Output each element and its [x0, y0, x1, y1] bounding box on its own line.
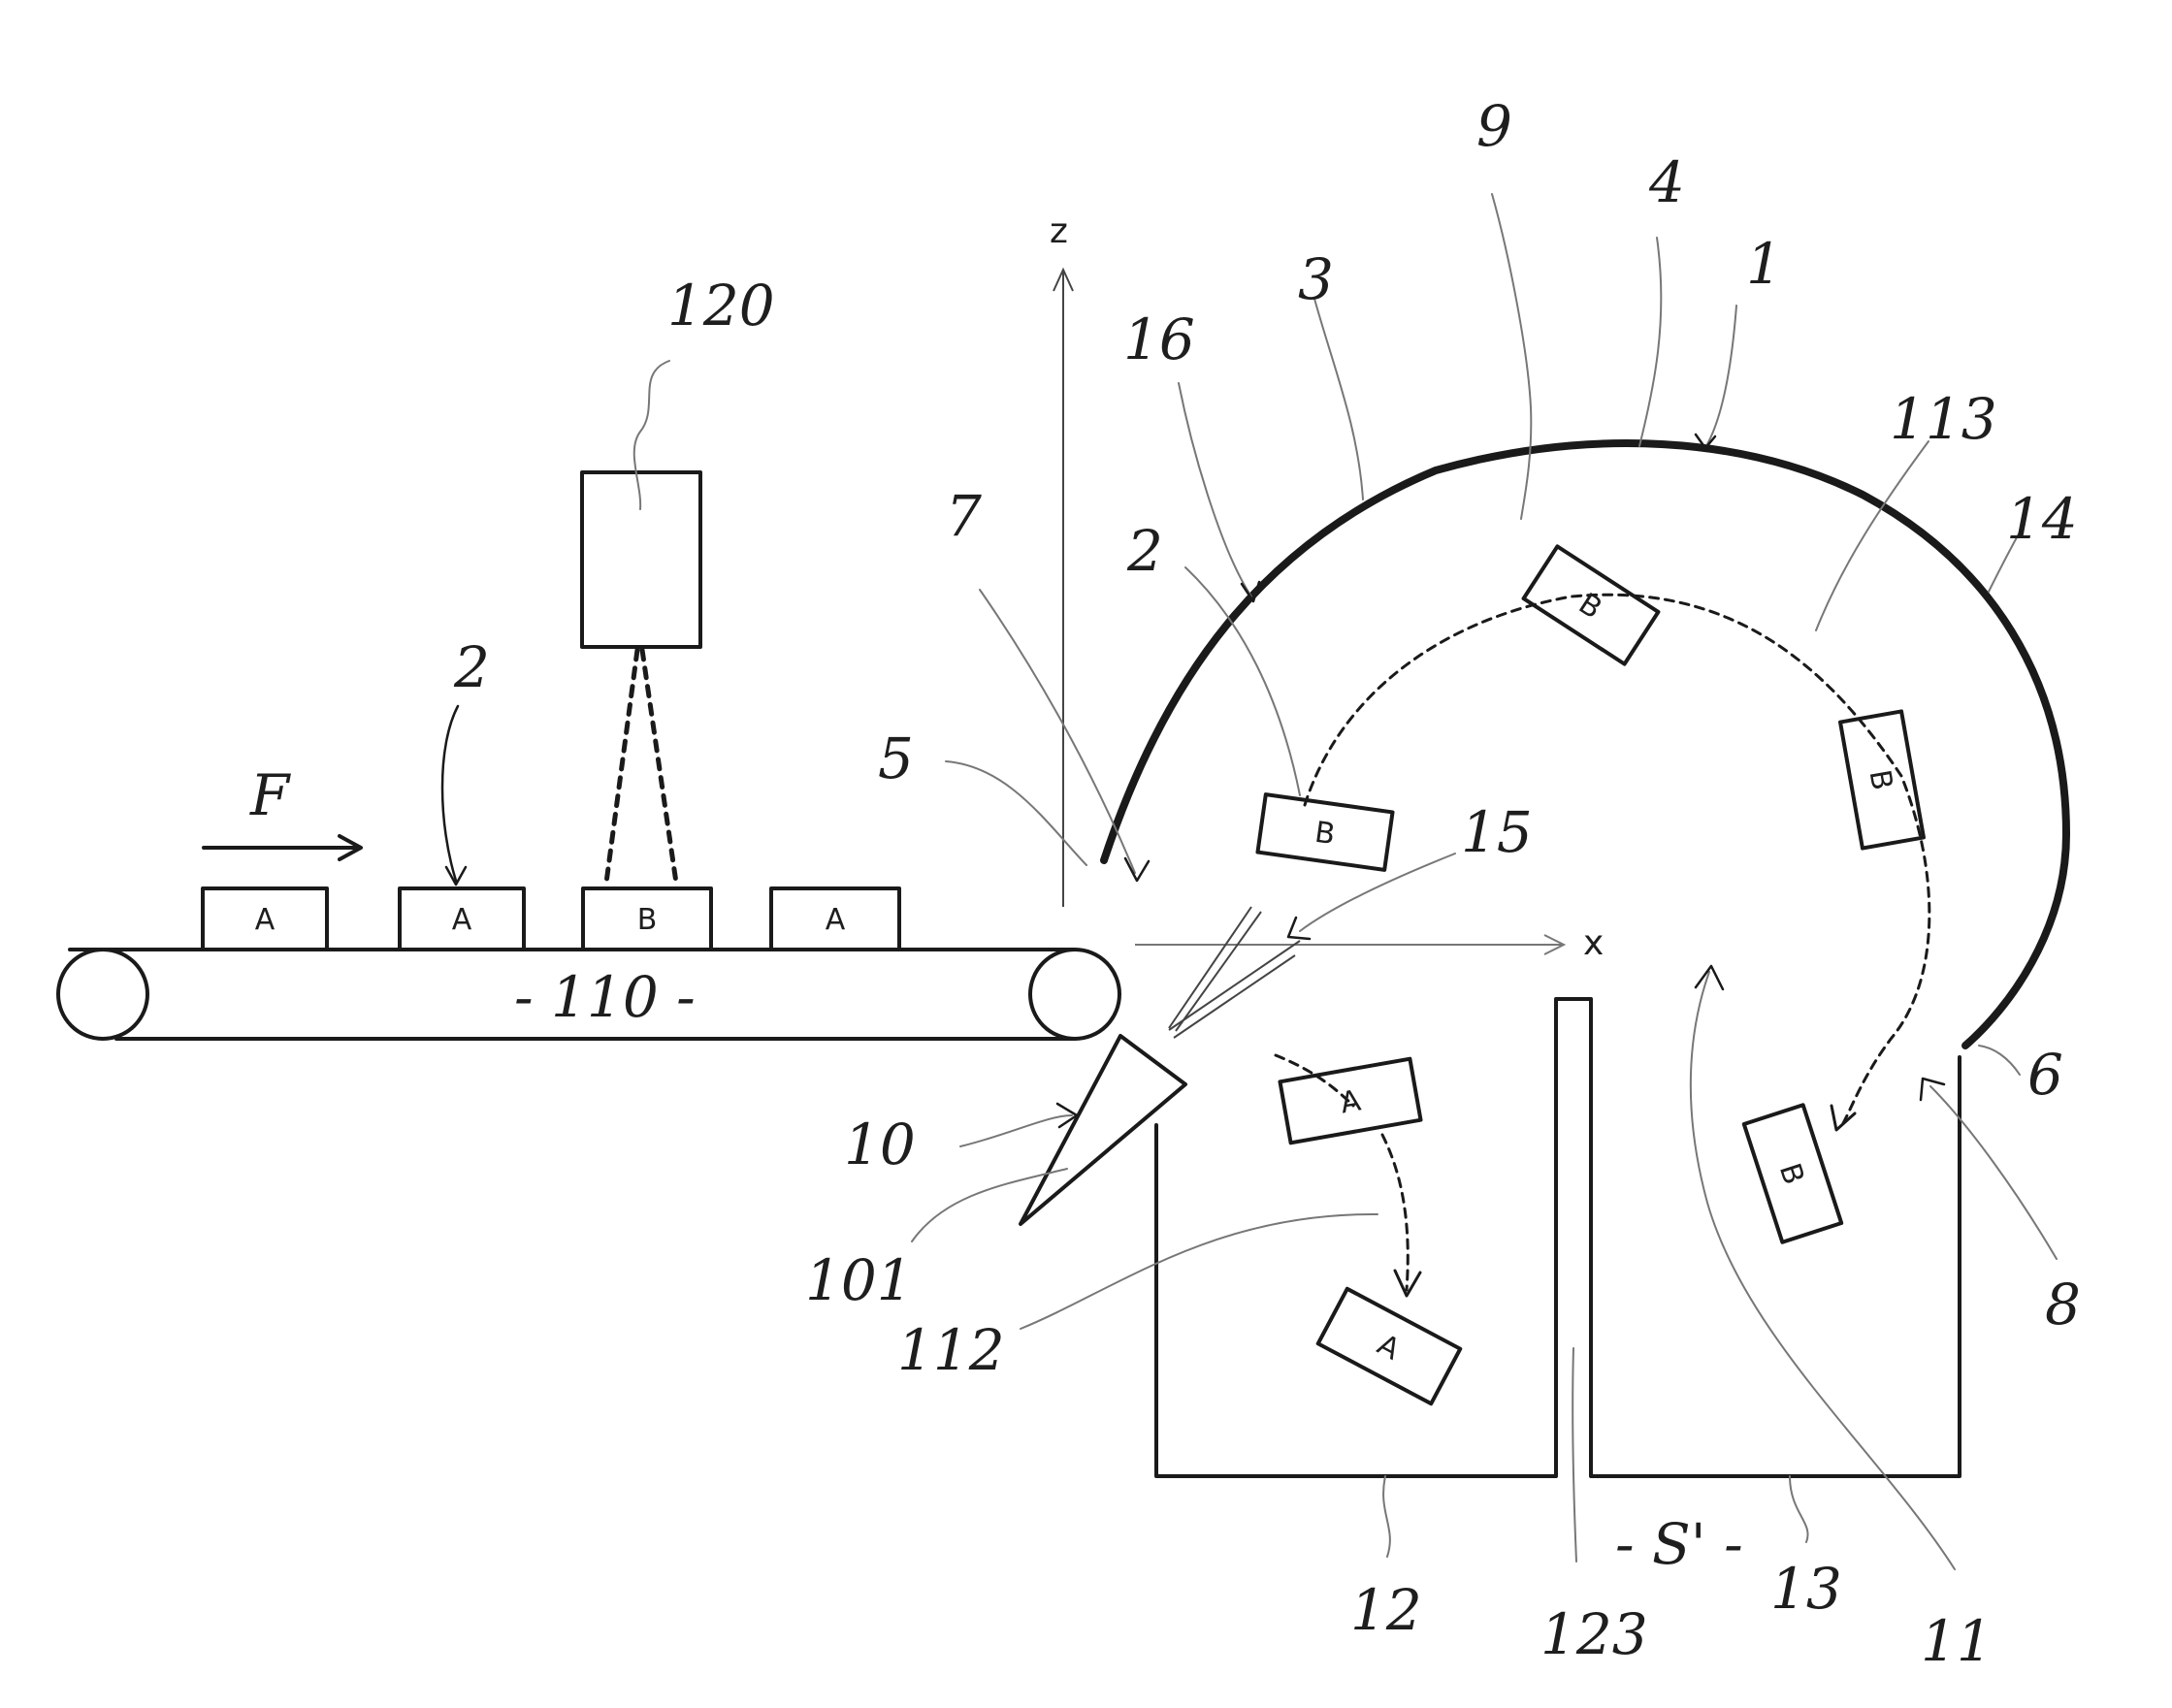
- product-box: A: [1318, 1289, 1461, 1403]
- conveyor-label: - 110 -: [514, 964, 696, 1030]
- leader-line: [1572, 1348, 1576, 1562]
- product-label: B: [1863, 767, 1899, 792]
- inlet-label: 7: [946, 483, 982, 549]
- conveyor-roller-left: [58, 950, 147, 1039]
- product-label: B: [1772, 1159, 1811, 1188]
- leader-line: [1816, 441, 1929, 630]
- trajectory-a-label: 112: [897, 1317, 1005, 1383]
- product-ref-label: 2: [453, 634, 490, 700]
- trajectory-b: [1305, 595, 1929, 1130]
- leader-line: [1707, 306, 1736, 444]
- ejector: [1021, 907, 1300, 1224]
- product-label: B: [637, 903, 658, 937]
- product-label: A: [255, 903, 276, 937]
- bin-b-label: 13: [1770, 1556, 1842, 1622]
- reference-numerals: 9 4 1 3 16 113 14 7 2 5 15: [805, 93, 2081, 1674]
- ejector-nozzle: [1021, 1036, 1185, 1224]
- leader-line: [634, 361, 669, 509]
- trajectory-path: [1382, 1135, 1408, 1290]
- inlet-edge-label: 5: [878, 725, 914, 791]
- leader-line: [1314, 299, 1363, 500]
- bins: [1156, 999, 1960, 1476]
- leader-line: [1639, 238, 1661, 446]
- outlet-label: 8: [2045, 1272, 2081, 1337]
- product-box: B: [1524, 546, 1659, 663]
- product-box: B: [1257, 794, 1392, 870]
- leader-line: [1930, 1086, 2057, 1259]
- conveyor: - 110 -: [58, 950, 1119, 1039]
- bin-walls: [1156, 999, 1960, 1476]
- product-label: B: [1313, 816, 1337, 853]
- arrow-head-icon: [446, 867, 466, 885]
- leader-line: [946, 761, 1086, 865]
- camera-label: 120: [667, 273, 775, 338]
- product-box: B: [1840, 711, 1924, 848]
- leader-line: [442, 706, 458, 881]
- arrow-head-icon: [1288, 918, 1310, 939]
- trajectory-b-label: 113: [1890, 386, 1997, 452]
- leader-line: [1021, 1214, 1378, 1329]
- leader-line: [1691, 972, 1955, 1569]
- product-label: A: [1372, 1328, 1406, 1368]
- flow-label: F: [249, 762, 291, 828]
- camera-beam-right: [642, 650, 676, 883]
- top-wall-label: 4: [1648, 149, 1685, 215]
- flow-arrow: F: [204, 762, 361, 859]
- product-box: A: [1280, 1059, 1420, 1144]
- nozzle-label: 101: [805, 1247, 913, 1313]
- housing-label: 1: [1746, 231, 1782, 297]
- zone-label: - S' -: [1615, 1511, 1743, 1577]
- leader-line: [1790, 1476, 1808, 1542]
- product-label: A: [826, 903, 846, 937]
- air-jet-line: [1169, 941, 1300, 1030]
- camera: 120: [582, 273, 775, 883]
- leader-line: [960, 1115, 1072, 1146]
- surface-label: 16: [1123, 306, 1195, 372]
- leader-line: [1179, 383, 1251, 596]
- curved-end-label: 14: [2006, 486, 2078, 552]
- z-axis-label: z: [1050, 211, 1068, 251]
- arrow-head-icon: [1696, 966, 1723, 989]
- separator-label: 123: [1540, 1601, 1648, 1667]
- air-jet-line: [1174, 955, 1295, 1038]
- camera-beam-left: [606, 650, 637, 883]
- product-reference-left: 2: [442, 634, 490, 885]
- ejector-label: 10: [844, 1112, 916, 1177]
- trajectory-path: [1305, 595, 1929, 1127]
- camera-body: [582, 472, 700, 647]
- leader-line: [1300, 854, 1455, 931]
- product-label: A: [452, 903, 472, 937]
- product-label: A: [1338, 1083, 1364, 1120]
- air-jet-line: [1176, 912, 1261, 1031]
- conveyor-roller-right: [1030, 950, 1119, 1039]
- outlet-edge-label: 6: [2027, 1042, 2063, 1108]
- product-ref-right-label: 2: [1126, 518, 1163, 584]
- product-label: B: [1572, 587, 1607, 627]
- product-box: B: [1744, 1105, 1841, 1242]
- jet-label: 15: [1461, 799, 1533, 865]
- bin-a-label: 12: [1350, 1577, 1422, 1643]
- belt-products: A A B A: [203, 888, 899, 950]
- leader-line: [1492, 194, 1531, 519]
- x-axis-label: x: [1583, 923, 1604, 963]
- outer-wall-label: 3: [1298, 246, 1334, 312]
- trajectory-b-return-label: 11: [1921, 1608, 1993, 1674]
- air-jet-line: [1169, 907, 1251, 1028]
- leader-line: [1383, 1476, 1390, 1557]
- arrow-head-icon: [1125, 858, 1149, 881]
- inner-space-label: 9: [1476, 93, 1512, 159]
- leader-line: [1979, 1046, 2020, 1075]
